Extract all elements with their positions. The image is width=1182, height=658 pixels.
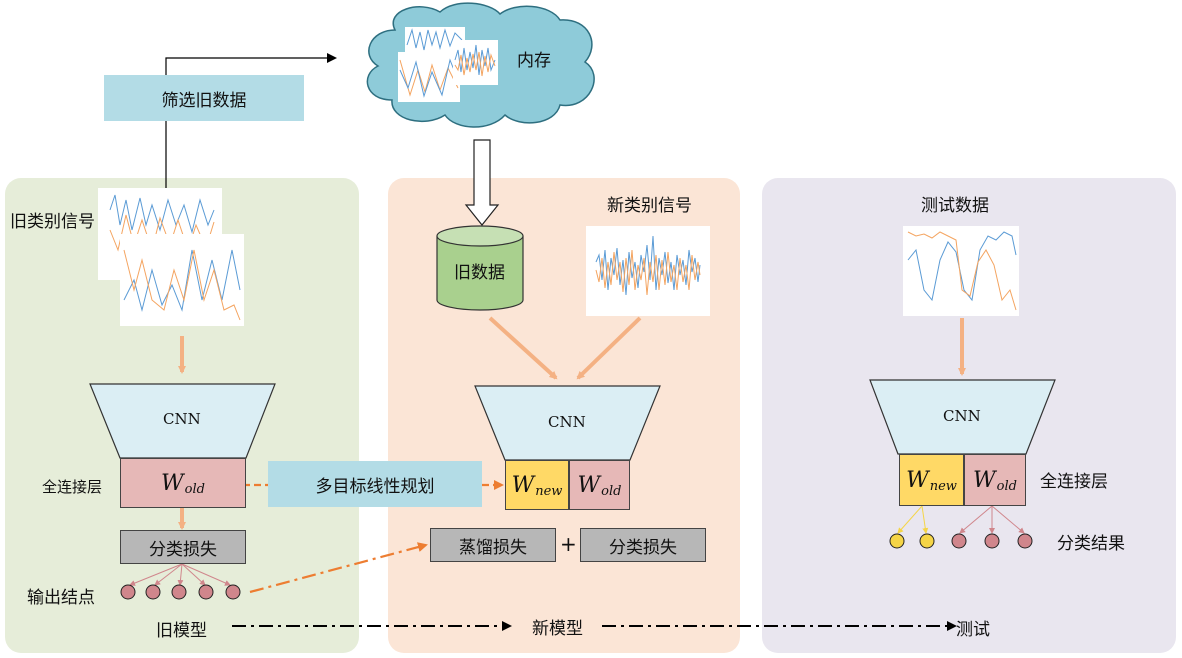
weight-subscript: old: [601, 483, 622, 499]
output-node: [145, 584, 161, 600]
memory-signal-thumbnail: [398, 27, 498, 102]
weight-subscript: new: [535, 483, 563, 499]
result-node-new: [919, 533, 935, 549]
new-signal-to-cnn-arrow: [576, 316, 642, 380]
result-node-old: [984, 533, 1000, 549]
test-output-fanout: [897, 505, 1025, 534]
result-node-old: [1017, 533, 1033, 549]
multi-objective-lp-box: 多目标线性规划: [268, 461, 482, 507]
weight-symbol: W: [973, 467, 996, 493]
old-cnn-block: [89, 383, 276, 459]
test-data-signal-plot: [903, 226, 1019, 316]
old-class-loss-box: 分类损失: [120, 530, 246, 564]
old-class-signal-label: 旧类别信号: [10, 212, 95, 232]
old-data-cylinder: [436, 225, 524, 311]
result-node-new: [889, 533, 905, 549]
test-flow-label: 测试: [956, 620, 990, 640]
memory-label: 内存: [517, 51, 551, 71]
plus-symbol: +: [560, 532, 577, 556]
classification-result-label: 分类结果: [1057, 534, 1125, 554]
old-data-label: 旧数据: [454, 263, 505, 283]
new-cnn-block: [474, 385, 661, 461]
weight-subscript: old: [996, 478, 1017, 494]
filter-to-memory-arrow: [165, 53, 337, 190]
distill-loss-box: 蒸馏损失: [430, 528, 556, 562]
output-node: [120, 584, 136, 600]
test-cnn-block: [869, 379, 1056, 455]
new-class-signal-label: 新类别信号: [607, 196, 692, 216]
new-class-loss-box: 分类损失: [580, 528, 706, 562]
output-nodes-label: 输出结点: [27, 588, 95, 608]
test-cnn-label: CNN: [943, 407, 981, 425]
weight-symbol: W: [161, 470, 184, 496]
old-model-label: 旧模型: [156, 621, 207, 641]
weight-symbol: W: [577, 472, 601, 498]
new-class-signal-plot: [586, 226, 710, 316]
filter-old-data-box: 筛选旧数据: [104, 75, 304, 121]
weight-subscript: new: [929, 478, 957, 494]
weight-symbol: W: [511, 472, 535, 498]
result-node-old: [951, 533, 967, 549]
old-class-signal-plot: [98, 188, 244, 326]
old-data-to-cnn-arrow: [488, 316, 558, 380]
output-node: [225, 584, 241, 600]
new-model-label: 新模型: [532, 619, 583, 639]
old-output-fanout: [129, 563, 231, 586]
test-data-label: 测试数据: [921, 196, 989, 216]
old-output-to-distill-arrow: [249, 542, 428, 594]
memory-to-old-data-arrow: [464, 139, 500, 226]
old-cnn-label: CNN: [163, 410, 201, 428]
output-node: [198, 584, 214, 600]
new-cnn-label: CNN: [548, 413, 586, 431]
old-fc-layer-label: 全连接层: [42, 478, 103, 496]
weight-subscript: old: [184, 481, 205, 497]
output-node: [171, 584, 187, 600]
weight-symbol: W: [906, 467, 929, 493]
test-fc-layer-label: 全连接层: [1040, 472, 1108, 492]
